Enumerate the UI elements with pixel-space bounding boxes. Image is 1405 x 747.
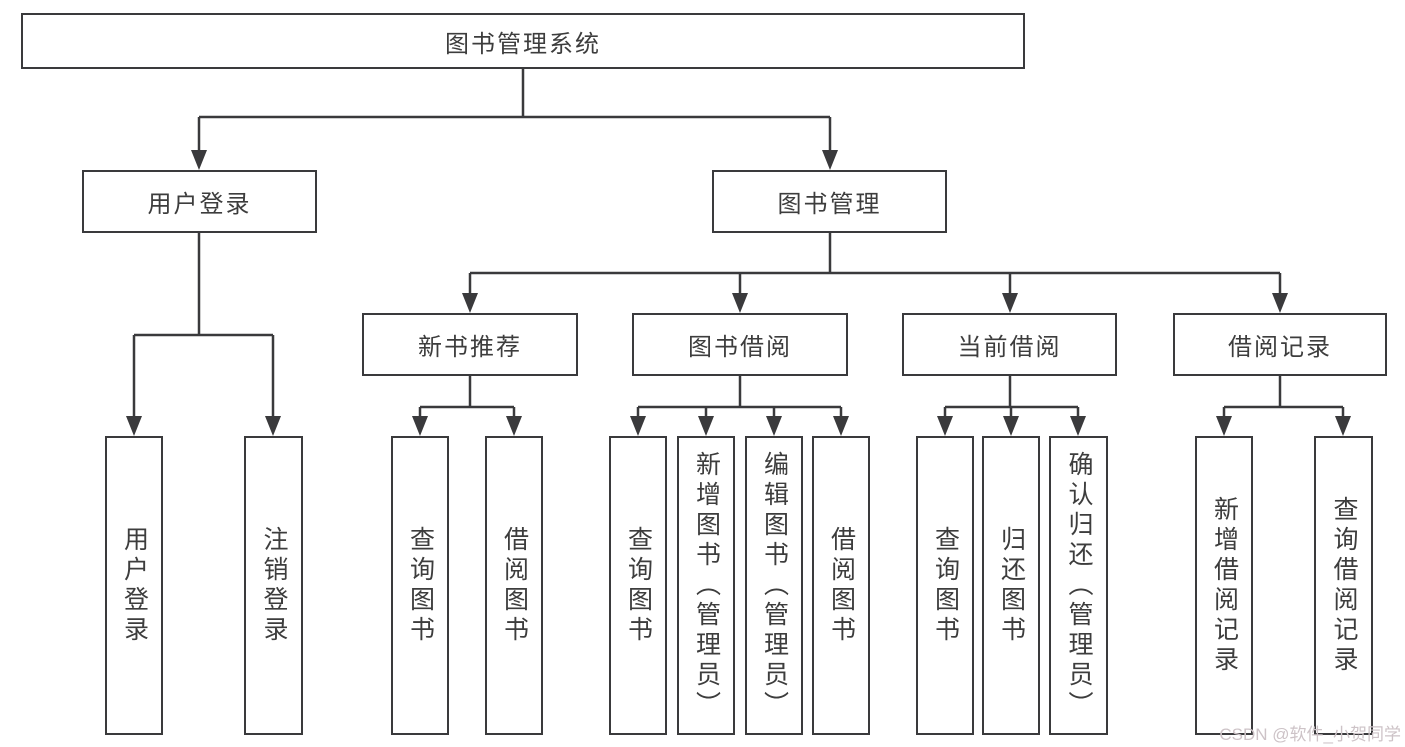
leaf-newbooks-borrow: 借阅图书 bbox=[485, 436, 543, 735]
leaf-borrow-edit-label: 编辑图书（管理员） bbox=[760, 450, 789, 721]
leaf-newbooks-borrow-label: 借阅图书 bbox=[500, 525, 529, 646]
csdn-watermark: CSDN @软件_小贺同学 bbox=[1219, 725, 1401, 744]
leaf-borrow-borrow: 借阅图书 bbox=[812, 436, 870, 735]
leaf-current-return-label: 归还图书 bbox=[997, 525, 1026, 646]
leaf-borrow-add-label: 新增图书（管理员） bbox=[692, 450, 721, 721]
leaf-logout: 注销登录 bbox=[244, 436, 303, 735]
leaf-newbooks-query: 查询图书 bbox=[391, 436, 449, 735]
leaf-logout-label: 注销登录 bbox=[260, 525, 288, 646]
leaf-current-confirm: 确认归还（管理员） bbox=[1049, 436, 1108, 735]
leaf-current-query: 查询图书 bbox=[916, 436, 974, 735]
leaf-current-confirm-label: 确认归还（管理员） bbox=[1065, 450, 1093, 721]
leaf-records-add: 新增借阅记录 bbox=[1195, 436, 1253, 735]
node-root-label: 图书管理系统 bbox=[445, 30, 601, 58]
leaf-borrow-add: 新增图书（管理员） bbox=[677, 436, 735, 735]
leaf-current-return: 归还图书 bbox=[982, 436, 1040, 735]
leaf-borrow-query-label: 查询图书 bbox=[624, 525, 653, 646]
node-borrow-records-label: 借阅记录 bbox=[1228, 334, 1332, 361]
node-book-management-label: 图书管理 bbox=[777, 191, 882, 218]
leaf-current-query-label: 查询图书 bbox=[931, 525, 960, 646]
node-book-management: 图书管理 bbox=[712, 170, 947, 233]
node-user-login-label: 用户登录 bbox=[147, 191, 252, 218]
leaf-borrow-query: 查询图书 bbox=[609, 436, 667, 735]
leaf-borrow-borrow-label: 借阅图书 bbox=[827, 525, 856, 646]
leaf-records-add-label: 新增借阅记录 bbox=[1210, 495, 1239, 676]
node-root: 图书管理系统 bbox=[21, 13, 1025, 69]
leaf-records-query-label: 查询借阅记录 bbox=[1330, 495, 1358, 676]
node-new-book-recommend-label: 新书推荐 bbox=[418, 334, 522, 361]
leaf-borrow-edit: 编辑图书（管理员） bbox=[745, 436, 803, 735]
leaf-newbooks-query-label: 查询图书 bbox=[406, 525, 435, 646]
node-user-login: 用户登录 bbox=[82, 170, 317, 233]
node-borrow-records: 借阅记录 bbox=[1173, 313, 1387, 376]
node-book-borrow: 图书借阅 bbox=[632, 313, 848, 376]
leaf-user-login-label: 用户登录 bbox=[120, 525, 149, 646]
node-new-book-recommend: 新书推荐 bbox=[362, 313, 578, 376]
leaf-user-login: 用户登录 bbox=[105, 436, 163, 735]
node-current-borrow-label: 当前借阅 bbox=[957, 334, 1062, 361]
leaf-records-query: 查询借阅记录 bbox=[1314, 436, 1373, 735]
node-current-borrow: 当前借阅 bbox=[902, 313, 1117, 376]
node-book-borrow-label: 图书借阅 bbox=[688, 334, 792, 361]
